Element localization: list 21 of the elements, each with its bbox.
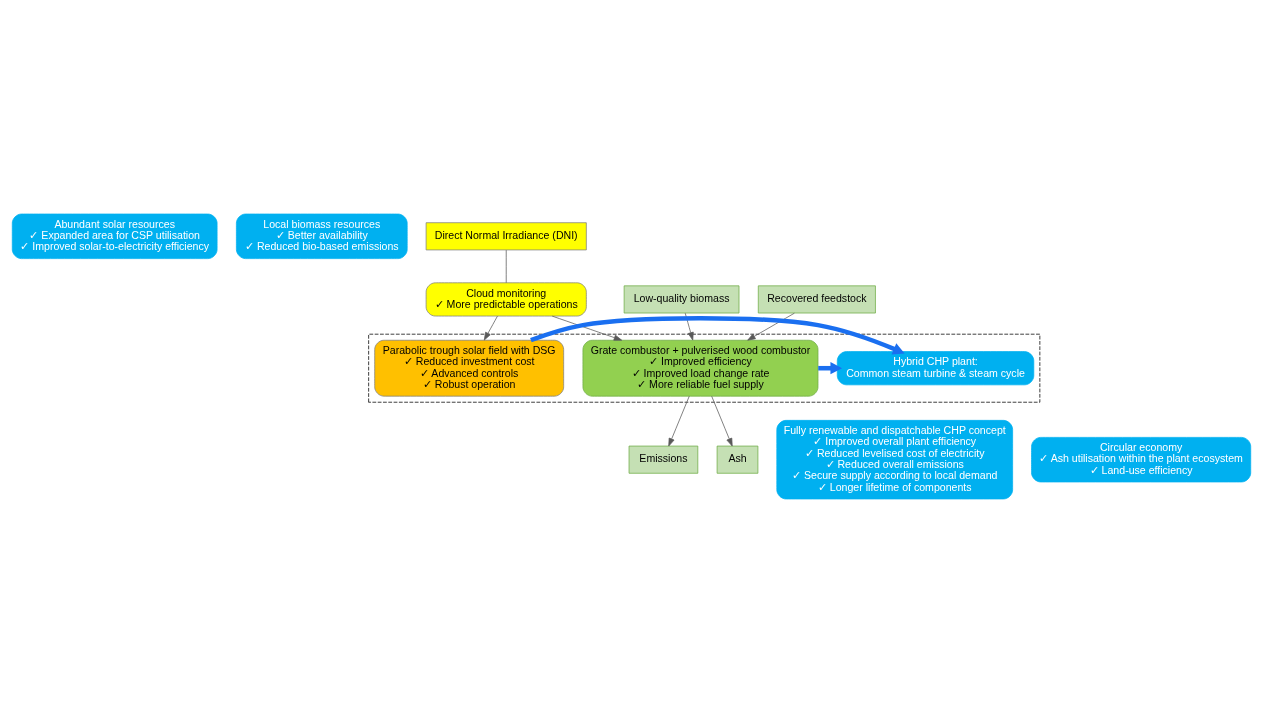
node-box: Low-quality biomass <box>623 285 740 314</box>
arrow <box>551 315 623 341</box>
node-box: Local biomass resources ✓ Better availability ✓ Reduced bio-based emissions <box>236 213 408 259</box>
node-box: Emissions <box>628 445 699 474</box>
arrow <box>530 315 905 355</box>
node-box: Cloud monitoring ✓ More predictable operations <box>425 282 587 317</box>
arrow <box>483 315 498 341</box>
arrow <box>668 395 690 447</box>
node-box: Grate combustor + pulverised wood combustor ✓ Improved efficiency ✓ Improved load change rate ✓ More reliable fuel supply <box>582 339 819 397</box>
node-box: Recovered feedstock <box>757 285 876 314</box>
node-box: Abundant solar resources ✓ Expanded area for CSP utilisation ✓ Improved solar-to-electricity efficiency <box>11 213 218 259</box>
arrow <box>711 395 733 447</box>
node-box: Direct Normal Irradiance (DNI) <box>425 222 587 251</box>
connector <box>505 249 507 284</box>
node-box: Fully renewable and dispatchable CHP concept ✓ Improved overall plant efficiency ✓ Reduced levelised cost of electricity ✓ Reduced overall emissions ✓ Secure supply according to local demand ✓ Longer lifetime of components <box>776 420 1013 500</box>
arrow <box>684 312 694 341</box>
node-box: Ash <box>716 445 759 474</box>
arrow <box>747 312 795 341</box>
node-box: Circular economy ✓ Ash utilisation within the plant ecosystem ✓ Land-use efficiency <box>1031 437 1252 483</box>
node-box: Parabolic trough solar field with DSG ✓ Reduced investment cost ✓ Advanced controls ✓ Robust operation <box>374 339 565 397</box>
node-box: Hybrid CHP plant: Common steam turbine & steam cycle <box>836 351 1035 386</box>
